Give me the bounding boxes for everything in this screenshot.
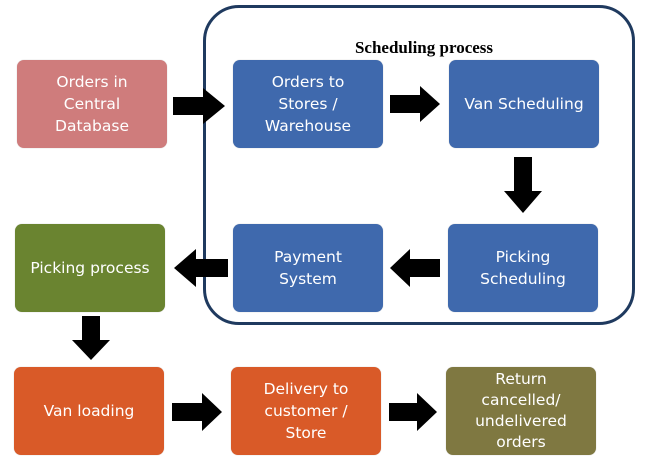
group-title: Scheduling process: [354, 38, 494, 57]
scheduling-process-group: Scheduling process: [203, 5, 635, 325]
node-van-scheduling: Van Scheduling: [449, 60, 599, 148]
node-label: Return cancelled/ undelivered orders: [475, 370, 567, 451]
node-orders-to-stores: Orders to Stores / Warehouse: [233, 60, 383, 148]
arrow-right-icon: [172, 393, 222, 431]
node-label: Payment System: [274, 248, 342, 288]
node-orders-central-db: Orders in Central Database: [17, 60, 167, 148]
node-van-loading: Van loading: [14, 367, 164, 455]
node-label: Van Scheduling: [464, 95, 584, 113]
node-delivery: Delivery to customer / Store: [231, 367, 381, 455]
arrow-down-icon: [72, 316, 110, 360]
node-label: Picking Scheduling: [480, 248, 566, 288]
node-picking-scheduling: Picking Scheduling: [448, 224, 598, 312]
node-label: Picking process: [30, 259, 150, 277]
node-payment-system: Payment System: [233, 224, 383, 312]
node-label: Van loading: [43, 402, 135, 420]
arrow-down-icon: [504, 157, 542, 213]
arrow-right-icon: [389, 393, 437, 431]
arrow-right-icon: [173, 88, 225, 124]
node-label: Orders to Stores / Warehouse: [264, 73, 352, 135]
node-label: Delivery to customer / Store: [263, 380, 349, 442]
node-picking-process: Picking process: [15, 224, 165, 312]
node-return-orders: Return cancelled/ undelivered orders: [446, 367, 596, 455]
node-label: Orders in Central Database: [55, 73, 129, 135]
arrow-left-icon: [390, 249, 440, 287]
arrow-right-icon: [390, 86, 440, 122]
arrow-left-icon: [174, 249, 228, 287]
